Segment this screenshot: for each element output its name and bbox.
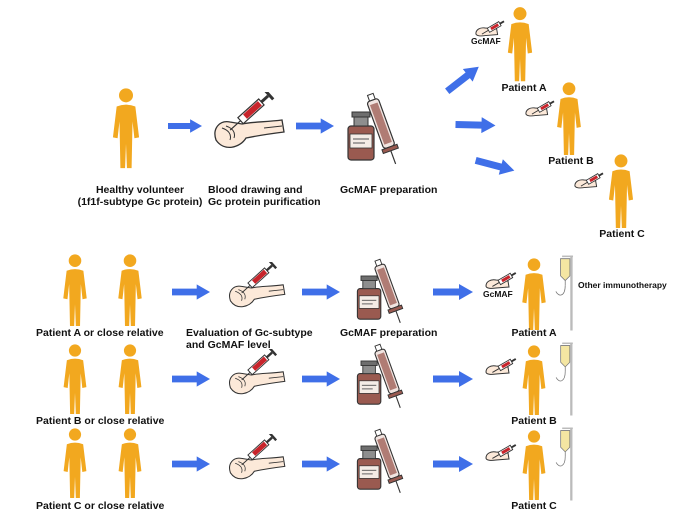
top-arrow-to-a-icon	[442, 60, 484, 98]
top-vial-syringe-icon	[347, 92, 404, 168]
draw-line-2: Gc protein purification	[208, 196, 321, 208]
row-a-inject-icon	[485, 270, 518, 290]
other-immunotherapy-label: Other immunotherapy	[578, 280, 667, 290]
row-a-gcmaf-prep-label: GcMAF preparation	[340, 327, 438, 339]
healthy-volunteer-label: Healthy volunteer (1f1f-subtype Gc prote…	[70, 184, 210, 208]
eval-line-1: Evaluation of Gc-subtype	[186, 327, 313, 339]
evaluation-label: Evaluation of Gc-subtype and GcMAF level	[186, 327, 313, 351]
row-b-arrow-1-icon	[172, 371, 210, 387]
row-c-arrow-1-icon	[172, 456, 210, 472]
top-inject-c-icon	[574, 170, 605, 189]
row-b-patient-label: Patient B	[511, 415, 557, 427]
row-a-source-person-1-icon	[63, 254, 87, 326]
top-gcmaf-tag: GcMAF	[471, 36, 501, 46]
row-c-inject-icon	[485, 442, 518, 462]
volunteer-line-1: Healthy volunteer	[95, 184, 185, 196]
row-c-vial-syringe-icon	[356, 428, 408, 496]
row-b-source-label: Patient B or close relative	[36, 415, 165, 427]
top-patient-a-label: Patient A	[501, 82, 547, 94]
row-a-source-label: Patient A or close relative	[36, 327, 164, 339]
volunteer-person-icon	[112, 88, 140, 169]
row-c-arrow-2-icon	[302, 456, 340, 472]
row-b-inject-icon	[485, 356, 518, 376]
row-c-source-person-2-icon	[118, 428, 142, 498]
top-patient-c-icon	[608, 154, 634, 228]
draw-line-1: Blood drawing and	[208, 184, 303, 196]
top-blood-draw-icon	[214, 92, 285, 149]
volunteer-line-2: (1f1f-subtype Gc protein)	[77, 196, 203, 208]
top-arrow-to-c-icon	[473, 152, 517, 179]
row-c-blood-draw-icon	[229, 434, 286, 480]
eval-line-2: and GcMAF level	[186, 339, 271, 351]
top-inject-a-icon	[475, 18, 506, 37]
row-b-arrow-2-icon	[302, 371, 340, 387]
row-b-patient-icon	[522, 345, 546, 415]
top-inject-b-icon	[525, 98, 556, 117]
row-b-iv-drip-icon	[554, 341, 575, 417]
row-c-source-person-1-icon	[63, 428, 87, 498]
top-patient-a-icon	[507, 7, 533, 82]
top-arrow-1-icon	[168, 119, 202, 133]
row-b-source-person-2-icon	[118, 344, 142, 414]
top-patient-b-label: Patient B	[548, 155, 594, 167]
top-patient-c-label: Patient C	[599, 228, 645, 240]
row-c-arrow-3-icon	[433, 456, 473, 472]
blood-drawing-label: Blood drawing and Gc protein purificatio…	[208, 184, 321, 208]
top-arrow-2-icon	[296, 118, 334, 134]
row-b-vial-syringe-icon	[356, 343, 408, 411]
row-c-source-label: Patient C or close relative	[36, 500, 165, 512]
row-a-blood-draw-icon	[229, 262, 286, 308]
row-a-arrow-3-icon	[433, 284, 473, 300]
row-a-patient-icon	[522, 258, 546, 330]
row-a-iv-drip-icon	[554, 254, 575, 332]
row-c-iv-drip-icon	[554, 426, 575, 502]
top-arrow-to-b-icon	[455, 116, 496, 134]
row-a-gcmaf-tag: GcMAF	[483, 289, 513, 299]
row-c-patient-icon	[522, 430, 546, 500]
row-a-arrow-1-icon	[172, 284, 210, 300]
row-b-source-person-1-icon	[63, 344, 87, 414]
row-b-arrow-3-icon	[433, 371, 473, 387]
row-a-arrow-2-icon	[302, 284, 340, 300]
row-a-source-person-2-icon	[118, 254, 142, 326]
row-b-blood-draw-icon	[229, 349, 286, 395]
row-a-vial-syringe-icon	[356, 258, 408, 326]
row-c-patient-label: Patient C	[511, 500, 557, 512]
row-a-patient-label: Patient A	[511, 327, 557, 339]
top-gcmaf-prep-label: GcMAF preparation	[340, 184, 438, 196]
